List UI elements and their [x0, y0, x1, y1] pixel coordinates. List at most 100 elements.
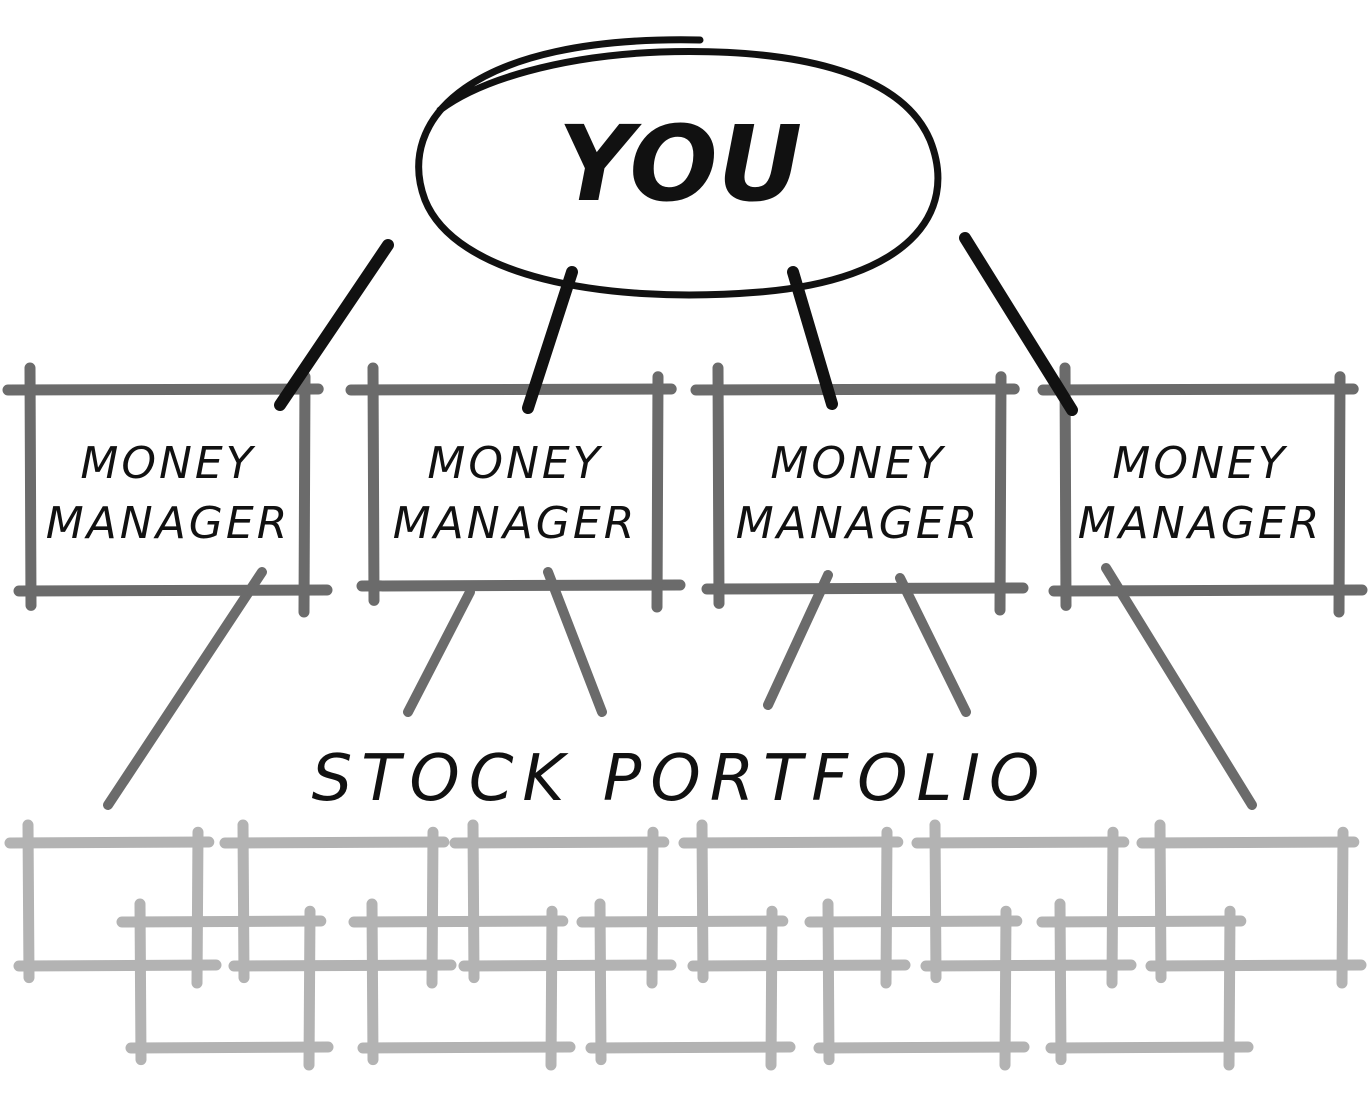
root-link-1 [274, 239, 394, 411]
stock-box-top-3-left [467, 819, 480, 984]
root-ellipse [415, 36, 942, 299]
stock-box-top-5 [911, 819, 1137, 989]
manager-1-line2: MANAGER [46, 498, 291, 549]
stock-box-top-5-right [1106, 826, 1119, 989]
stock-box-top-6 [1136, 819, 1367, 989]
manager-box-2 [345, 362, 686, 613]
stock-box-top-2-right [426, 826, 439, 989]
stock-box-bottom-3-bottom [585, 1041, 796, 1054]
stock-box-bottom-2 [348, 898, 576, 1071]
manager-portfolio-link-4 [763, 570, 833, 710]
stock-box-top-2-left [237, 819, 250, 984]
stock-box-bottom-2-left [366, 898, 379, 1066]
manager-box-2-left [367, 362, 380, 606]
manager-box-2-bottom [356, 579, 686, 592]
stock-box-top-6-right [1336, 826, 1349, 989]
manager-box-3-left [712, 362, 725, 609]
stock-box-bottom-3-top [576, 915, 789, 928]
stock-box-top-2-bottom [228, 959, 457, 972]
stock-box-top-6-bottom [1145, 959, 1367, 972]
stock-box-bottom-1 [116, 898, 334, 1071]
stock-box-bottom-5-top [1036, 915, 1247, 928]
portfolio-label: STOCK PORTFOLIO [312, 742, 1049, 816]
stock-box-top-4-top [678, 836, 904, 849]
stock-box-top-4-left [696, 819, 709, 984]
manager-box-3 [690, 362, 1029, 616]
root-link-3 [787, 266, 838, 410]
stock-box-bottom-3-right [765, 905, 778, 1071]
stock-box-top-6-left [1154, 819, 1167, 984]
manager-portfolio-link-6 [1101, 563, 1257, 810]
stock-box-top-3-top [449, 836, 670, 849]
stock-box-bottom-1-left [134, 898, 147, 1066]
stock-box-bottom-2-right [545, 905, 558, 1071]
stock-box-bottom-5-left [1054, 898, 1067, 1066]
manager-portfolio-links [103, 563, 1257, 810]
root-link-2 [522, 266, 578, 414]
stock-box-bottom-1-right [303, 905, 316, 1071]
portfolio-stock-boxes [4, 819, 1367, 1071]
stock-box-top-1-bottom [13, 959, 222, 972]
manager-portfolio-link-3 [543, 567, 607, 717]
stock-box-top-4-bottom [687, 959, 911, 972]
stock-box-bottom-4-left [822, 898, 835, 1066]
stock-box-bottom-5-bottom [1045, 1041, 1254, 1054]
manager-portfolio-link-5 [895, 573, 971, 717]
manager-1-line1: MONEY [80, 438, 255, 489]
manager-2-line1: MONEY [427, 438, 602, 489]
stock-box-bottom-3-left [594, 898, 607, 1066]
root-manager-links [274, 232, 1078, 416]
stock-box-top-1 [4, 819, 222, 989]
manager-3-line1: MONEY [770, 438, 945, 489]
manager-box-4 [1037, 362, 1368, 618]
stock-box-top-5-bottom [920, 959, 1137, 972]
stock-box-bottom-3 [576, 898, 796, 1071]
stock-box-bottom-4-bottom [813, 1041, 1030, 1054]
stock-box-top-1-top [4, 836, 215, 849]
stock-box-bottom-5-right [1223, 905, 1236, 1071]
manager-box-2-right [651, 371, 664, 613]
stock-box-bottom-2-top [348, 915, 569, 928]
manager-portfolio-link-1 [103, 567, 267, 810]
stock-box-top-5-left [929, 819, 942, 984]
manager-3-line2: MANAGER [736, 498, 981, 549]
stock-box-bottom-4-right [999, 905, 1012, 1071]
stock-box-top-3-right [646, 826, 659, 989]
stock-box-top-3 [449, 819, 677, 989]
root-label: YOU [558, 103, 802, 225]
stock-box-top-5-top [911, 836, 1130, 849]
manager-4-line2: MANAGER [1078, 498, 1323, 549]
stock-box-top-1-right [191, 826, 204, 989]
manager-boxes [2, 362, 1368, 618]
manager-4-line1: MONEY [1112, 438, 1287, 489]
stock-box-bottom-1-bottom [125, 1041, 334, 1054]
stock-box-bottom-5 [1036, 898, 1254, 1071]
manager-portfolio-link-2 [403, 587, 475, 717]
stock-box-bottom-4-top [804, 915, 1023, 928]
stock-box-bottom-4 [804, 898, 1030, 1071]
stock-box-top-6-top [1136, 836, 1360, 849]
manager-box-1-right [298, 371, 311, 618]
root-node: YOU [415, 36, 942, 299]
manager-box-3-top [690, 383, 1020, 396]
manager-labels: MONEY MANAGER MONEY MANAGER MONEY MANAGE… [46, 438, 1323, 549]
manager-box-2-top [345, 383, 677, 396]
stock-box-top-4-right [880, 826, 893, 989]
manager-box-4-right [1333, 371, 1346, 618]
manager-box-1-bottom [13, 584, 333, 597]
manager-box-4-top [1037, 383, 1359, 396]
stock-box-top-2-top [219, 836, 450, 849]
manager-box-1-top [2, 383, 324, 396]
stock-box-bottom-1-top [116, 915, 327, 928]
stock-box-top-3-bottom [458, 959, 677, 972]
stock-box-bottom-2-bottom [357, 1041, 576, 1054]
manager-box-4-bottom [1048, 584, 1368, 597]
stock-box-top-2 [219, 819, 457, 989]
root-link-4 [959, 232, 1078, 416]
manager-box-1 [2, 362, 333, 618]
stock-box-top-1-left [22, 819, 35, 984]
manager-box-1-left [24, 362, 37, 611]
manager-box-3-bottom [701, 582, 1029, 595]
